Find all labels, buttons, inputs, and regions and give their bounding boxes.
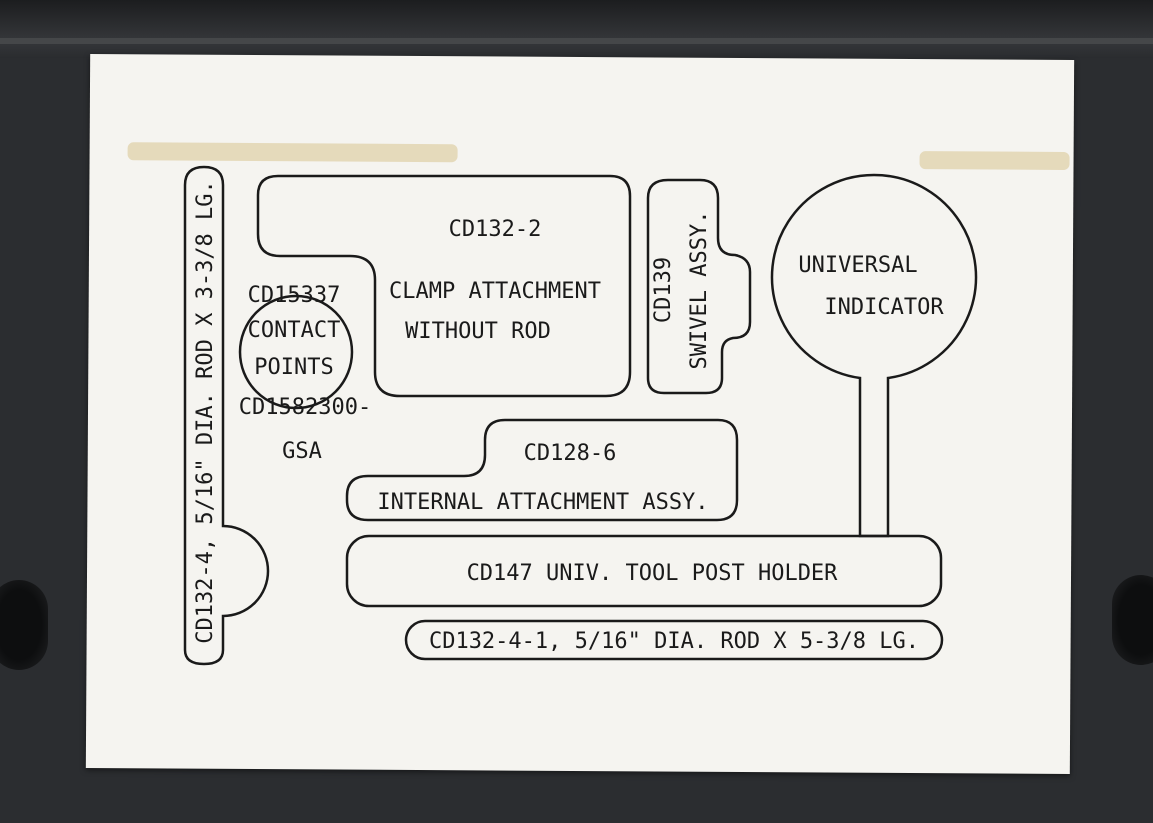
clamp-label-line1: CLAMP ATTACHMENT: [389, 279, 601, 304]
universal-indicator-outline: [772, 175, 976, 536]
short-rod-label: CD132-4-1, 5/16" DIA. ROD X 5-3/8 LG.: [429, 629, 919, 654]
internal-part-number: CD128-6: [524, 441, 617, 466]
contact-points-outline: [240, 296, 352, 408]
swivel-label: SWIVEL ASSY.: [687, 211, 712, 370]
tool-post-label: CD147 UNIV. TOOL POST HOLDER: [467, 561, 839, 586]
long-rod-label: CD132-4, 5/16" DIA. ROD X 3-3/8 LG.: [193, 180, 218, 644]
indicator-label-line1: UNIVERSAL: [798, 253, 917, 278]
contact-alt-part: CD1582300-: [239, 395, 371, 420]
indicator-label-line2: INDICATOR: [824, 295, 944, 320]
contact-alt-suffix: GSA: [282, 439, 322, 464]
contact-label-line2: POINTS: [254, 355, 333, 380]
contact-part-number: CD15337: [248, 283, 341, 308]
clamp-part-number: CD132-2: [449, 217, 542, 242]
swivel-part-number: CD139: [651, 257, 676, 323]
contact-label-line1: CONTACT: [248, 318, 341, 343]
clamp-label-line2: WITHOUT ROD: [405, 319, 551, 344]
internal-label: INTERNAL ATTACHMENT ASSY.: [377, 490, 708, 515]
